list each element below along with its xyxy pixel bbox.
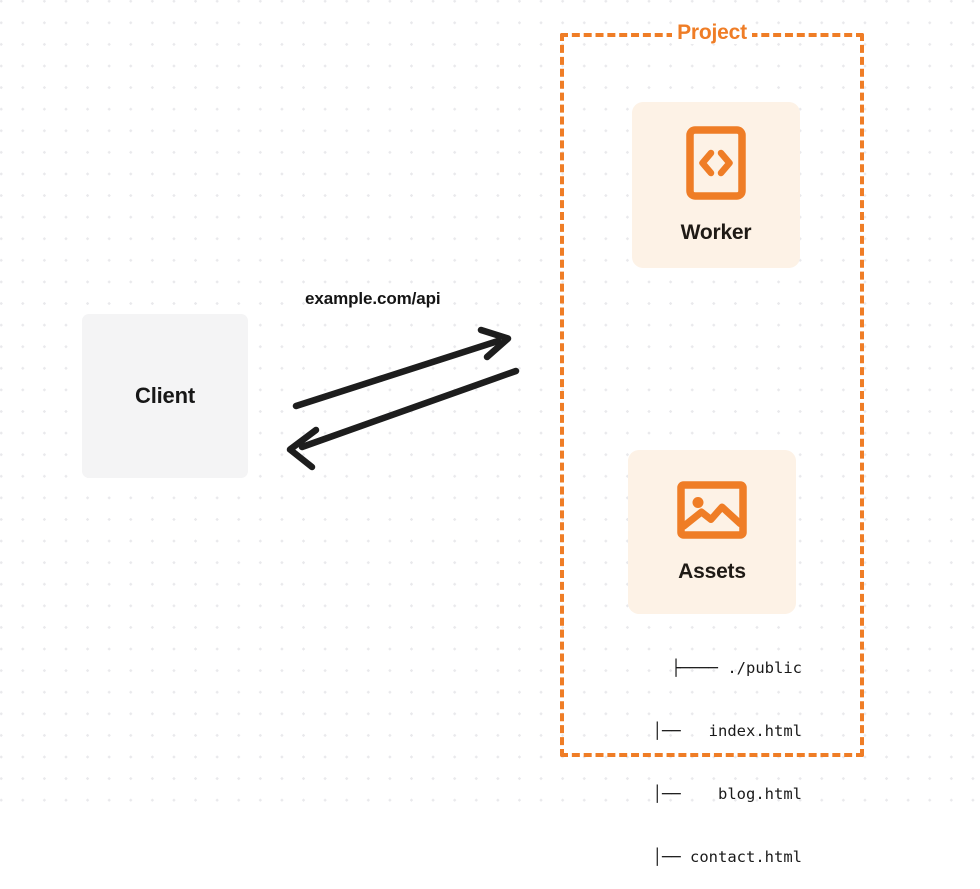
worker-node-label: Worker — [680, 220, 752, 244]
file-tree-row: │── index.html — [624, 722, 802, 740]
project-boundary-label: Project — [560, 20, 864, 46]
assets-file-tree: ├──── ./public │── index.html │── blog.h… — [600, 616, 802, 889]
image-picture-icon — [677, 480, 747, 544]
file-tree-row: ├──── ./public — [671, 659, 802, 677]
code-brackets-icon — [686, 125, 746, 205]
project-label-text: Project — [672, 21, 752, 44]
client-node-label: Client — [135, 383, 195, 408]
file-tree-row: │── blog.html — [624, 785, 802, 803]
connection-label: example.com/api — [305, 289, 441, 308]
client-node[interactable]: Client — [82, 314, 248, 478]
worker-node[interactable]: Worker — [632, 102, 800, 268]
assets-node-label: Assets — [678, 559, 746, 583]
assets-node[interactable]: Assets — [628, 450, 796, 614]
file-tree-row: │── contact.html — [624, 848, 802, 866]
